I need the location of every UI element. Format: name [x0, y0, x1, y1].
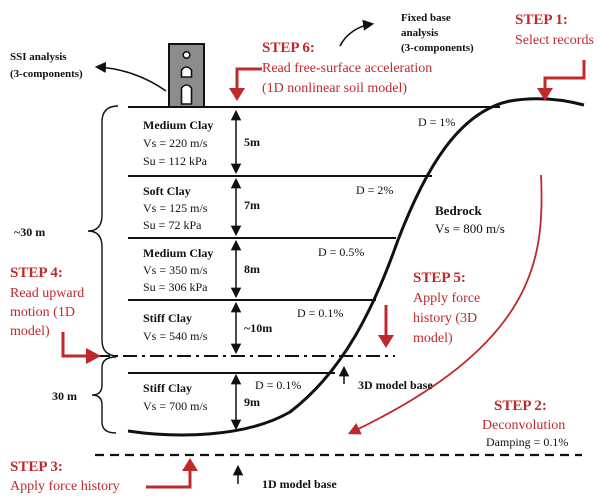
step4-title: STEP 4: [10, 265, 63, 281]
step5-arrowhead [378, 335, 394, 348]
step5-title: STEP 5: [413, 270, 466, 286]
ssi-analysis-components: (3-components) [10, 68, 83, 80]
ssi-arrow [94, 61, 167, 92]
step4-arrowhead [86, 348, 101, 364]
fixed-base-components: (3-components) [401, 42, 474, 54]
layer-5-damping: D = 0.1% [255, 378, 301, 392]
layer-4-damping: D = 0.1% [297, 306, 343, 320]
layer-4-vs: Vs = 540 m/s [143, 329, 208, 343]
bedrock-label: Bedrock [435, 203, 482, 218]
step1-arrow [543, 60, 586, 96]
bedrock-interface-curve [127, 97, 585, 437]
layer-2-su: Su = 72 kPa [143, 218, 202, 232]
step6-arrow [235, 67, 262, 96]
layer-5-thickness: 9m [244, 395, 260, 409]
step4-text-3: model) [10, 324, 50, 339]
building-icon [168, 43, 205, 108]
step2-title: STEP 2: [494, 398, 547, 414]
step6-text-1: Read free-surface acceleration [262, 61, 432, 76]
layer-2: Soft Clay Vs = 125 m/s Su = 72 kPa 7m D … [143, 183, 393, 232]
step4-text-1: Read upward [10, 286, 84, 301]
layer-3-su: Su = 306 kPa [143, 280, 208, 294]
model-1d-base-label: 1D model base [262, 477, 337, 491]
fixed-base-label: Fixed base [401, 12, 451, 24]
step1-arrowhead [537, 88, 553, 101]
layer-2-thickness: 7m [244, 198, 260, 212]
step6-text-2: (1D nonlinear soil model) [262, 81, 407, 96]
layer-1-thickness: 5m [244, 135, 260, 149]
step3-arrow [146, 470, 192, 489]
ssi-analysis-label: SSI analysis [10, 51, 67, 63]
layer-2-name: Soft Clay [143, 184, 191, 198]
layer-3: Medium Clay Vs = 350 m/s Su = 306 kPa 8m… [143, 245, 364, 294]
layer-5-vs: Vs = 700 m/s [143, 399, 208, 413]
step6-arrowhead [229, 88, 245, 101]
step1-title: STEP 1: [515, 12, 568, 28]
layer-3-thickness: 8m [244, 262, 260, 276]
layer-2-damping: D = 2% [356, 183, 393, 197]
step5-text-2: history (3D [413, 311, 477, 326]
step4-arrow [61, 332, 91, 358]
step1-text: Select records [515, 33, 594, 48]
layer-3-damping: D = 0.5% [318, 245, 364, 259]
layer-1-vs: Vs = 220 m/s [143, 136, 208, 150]
layer-2-vs: Vs = 125 m/s [143, 201, 208, 215]
fixed-base-label-2: analysis [401, 27, 439, 39]
step4-text-2: motion (1D [10, 305, 75, 320]
layer-1-name: Medium Clay [143, 118, 213, 132]
depth-upper-label: ~30 m [14, 225, 45, 239]
step5-text-3: model) [413, 331, 453, 346]
step2-arrow [347, 174, 543, 435]
layer-4-thickness: ~10m [244, 321, 272, 335]
step3-text: Apply force history [10, 479, 120, 494]
layer-3-name: Medium Clay [143, 246, 213, 260]
model-3d-base-label: 3D model base [358, 378, 433, 392]
layer-1-damping: D = 1% [418, 115, 455, 129]
layer-5: Stiff Clay Vs = 700 m/s 9m D = 0.1% [143, 378, 301, 413]
step3-title: STEP 3: [10, 459, 63, 475]
step2-damping: Damping = 0.1% [486, 435, 568, 449]
layer-1-su: Su = 112 kPa [143, 154, 208, 168]
layer-4-name: Stiff Clay [143, 311, 192, 325]
layer-3-vs: Vs = 350 m/s [143, 263, 208, 277]
step2-text: Deconvolution [482, 418, 565, 433]
brace-lower-30m [91, 356, 117, 434]
brace-upper-30m [87, 105, 119, 357]
fixed-base-arrow [339, 19, 375, 47]
step3-arrowhead [182, 458, 198, 471]
layer-1: Medium Clay Vs = 220 m/s Su = 112 kPa 5m… [143, 115, 455, 168]
bedrock-vs: Vs = 800 m/s [435, 221, 505, 236]
depth-lower-label: 30 m [52, 389, 77, 403]
step6-title: STEP 6: [262, 40, 315, 56]
layer-5-name: Stiff Clay [143, 381, 192, 395]
layer-4: Stiff Clay Vs = 540 m/s ~10m D = 0.1% [143, 306, 343, 343]
step5-text-1: Apply force [413, 291, 480, 306]
